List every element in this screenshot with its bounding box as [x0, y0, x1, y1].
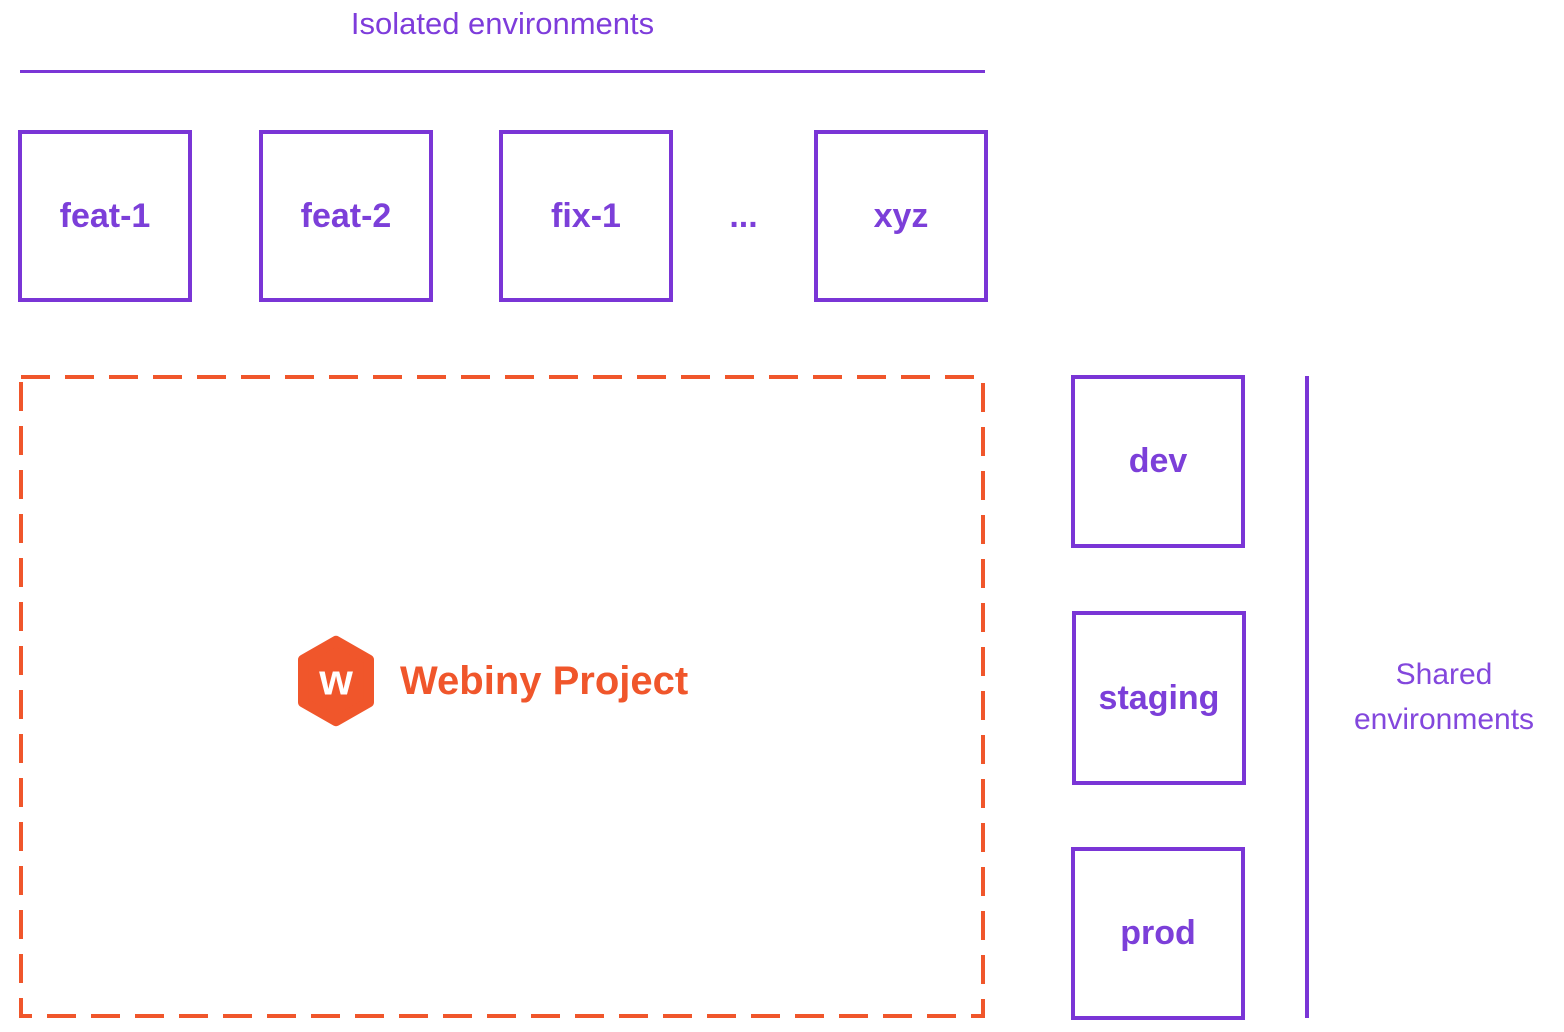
shared-env-box-dev: dev — [1071, 375, 1245, 548]
webiny-project-label-group: w Webiny Project — [296, 634, 688, 728]
more-environments-ellipsis: ... — [729, 196, 758, 235]
webiny-project-label: Webiny Project — [400, 658, 689, 703]
dashed-border — [19, 375, 985, 1018]
webiny-logo-icon: w — [298, 635, 374, 727]
isolated-environments-title: Isolated environments — [350, 6, 655, 41]
shared-environments-title: Shared environments — [1353, 658, 1535, 736]
shared-environments-divider — [1305, 376, 1309, 1018]
isolated-env-box-feat-2: feat-2 — [259, 130, 433, 302]
isolated-env-box-xyz: xyz — [814, 130, 988, 302]
webiny-logo-letter: w — [318, 657, 353, 705]
isolated-env-box-fix-1: fix-1 — [499, 130, 673, 302]
shared-env-box-staging: staging — [1072, 611, 1246, 785]
isolated-env-box-feat-1: feat-1 — [18, 130, 192, 302]
shared-env-box-prod: prod — [1071, 847, 1245, 1020]
isolated-environments-underline — [20, 70, 985, 73]
webiny-project-container: w Webiny Project — [19, 375, 985, 1018]
